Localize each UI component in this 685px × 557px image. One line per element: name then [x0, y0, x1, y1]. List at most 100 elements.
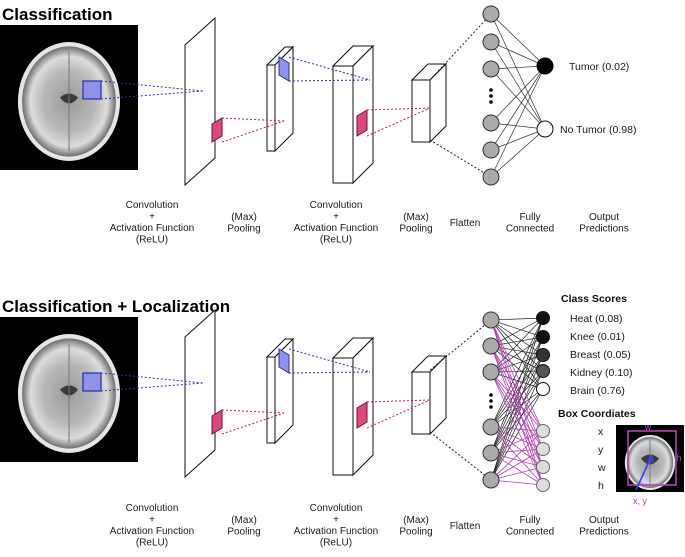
conv1-feature-map-side	[184, 16, 216, 187]
fc-edge-class	[490, 370, 544, 454]
fc-edge-box	[490, 319, 544, 468]
fc-edge-box	[490, 371, 544, 432]
class-score-label: Knee (0.01)	[570, 331, 625, 343]
stage-label: (ReLU)	[136, 235, 168, 246]
flatten-line-top	[429, 13, 492, 81]
hidden-node	[482, 418, 500, 436]
pool2-box-front	[411, 79, 431, 143]
fc-edge-box	[490, 426, 544, 432]
pool1-box-front	[266, 64, 276, 152]
fc-edge-box	[490, 319, 544, 450]
xy-label: x, y	[633, 496, 648, 506]
stage-label: Activation Function	[294, 223, 379, 234]
fc-edge-class	[490, 319, 544, 338]
fc-edge	[490, 13, 546, 67]
stage-label: Activation Function	[110, 526, 195, 537]
output-node-no-tumor	[536, 120, 554, 138]
ellipsis-dot	[489, 94, 493, 98]
conv2-blue-lines-1	[288, 371, 371, 374]
fc-edge-class	[490, 319, 544, 356]
conv1-blue-lines-1	[100, 90, 204, 100]
pool2-box	[410, 354, 448, 436]
class-score-label: Brain (0.76)	[570, 385, 625, 397]
input-kernel-patch	[82, 80, 102, 100]
stage-label: Pooling	[227, 224, 260, 235]
width-label: w	[644, 422, 652, 432]
stage-label: Convolution	[310, 503, 363, 514]
fc-edge-class	[490, 354, 544, 428]
stage-label: (Max)	[231, 515, 257, 526]
fc-edge-box	[490, 371, 544, 468]
flatten-line-bottom	[429, 139, 492, 178]
fc-edge	[490, 41, 546, 130]
stage-label: Connected	[506, 224, 554, 235]
box-coordinates-title: Box Coordiates	[558, 408, 636, 420]
output-label-no-tumor: No Tumor (0.98)	[560, 124, 636, 136]
fc-edge	[490, 13, 546, 130]
fc-edge-class	[490, 345, 544, 390]
fc-edge-box	[490, 426, 544, 468]
fc-edge-class	[490, 317, 544, 481]
stage-label: Fully	[519, 212, 540, 223]
fc-network-1: Tumor (0.02)No Tumor (0.98)	[429, 5, 636, 186]
hidden-node	[482, 444, 500, 462]
fc-edge	[490, 65, 546, 178]
ellipsis-dot	[489, 399, 493, 403]
input-kernel-patch	[82, 372, 102, 392]
conv1-pink-patch	[211, 409, 223, 435]
stage-label: Predictions	[579, 527, 628, 538]
conv2-box-front	[332, 357, 354, 476]
stage-labels-1: Convolution+Activation Function(ReLU)(Ma…	[110, 503, 629, 549]
stage-labels-0: Convolution+Activation Function(ReLU)(Ma…	[110, 200, 629, 246]
panel-title: Classification + Localization	[2, 297, 230, 316]
stage-label: +	[149, 212, 155, 223]
class-score-node	[536, 311, 550, 325]
stage-label: +	[333, 212, 339, 223]
panel-title: Classification	[2, 5, 113, 24]
stage-label: Fully	[519, 515, 540, 526]
hidden-node	[482, 60, 500, 78]
fc-edge-class	[490, 317, 544, 321]
fc-edge-box	[490, 345, 544, 432]
flatten-line-bottom	[429, 431, 492, 481]
conv1-pink-patch	[211, 117, 223, 143]
fc-edge-box	[490, 371, 544, 486]
hidden-node	[482, 471, 500, 489]
output-node-tumor	[536, 57, 554, 75]
fc-edge-class	[490, 336, 544, 481]
fc-edge-class	[490, 388, 544, 454]
stage-label: +	[333, 515, 339, 526]
box-coord-node	[536, 424, 550, 438]
hidden-node	[482, 311, 500, 329]
stage-label: Pooling	[399, 527, 432, 538]
conv1-blue-lines-1	[100, 382, 204, 392]
fc-edge-class	[490, 336, 544, 428]
stage-label: Output	[589, 515, 619, 526]
stage-label: Activation Function	[110, 223, 195, 234]
fc-edge-box	[490, 452, 544, 486]
xy-pointer-arrowhead	[647, 455, 654, 462]
hidden-node	[482, 5, 500, 23]
pool2-box	[410, 62, 448, 144]
fc-edge-box	[490, 448, 544, 481]
ellipsis-dot	[489, 100, 493, 104]
class-scores-title: Class Scores	[561, 293, 627, 305]
hidden-node	[482, 114, 500, 132]
class-score-node	[536, 348, 550, 362]
flatten-line-top	[429, 319, 492, 371]
stage-label: (Max)	[403, 212, 429, 223]
pool2-pink-lines-1	[366, 107, 431, 137]
conv1-feature-map-side	[184, 308, 216, 479]
box-coord-node	[536, 460, 550, 474]
fc-edge-box	[490, 479, 544, 486]
stage-label: Convolution	[126, 503, 179, 514]
class-score-node	[536, 364, 550, 378]
fc-edge-box	[490, 452, 544, 468]
stage-label: (ReLU)	[320, 235, 352, 246]
pool2-pink-lines-0	[366, 399, 431, 403]
fc-edge-box	[490, 345, 544, 450]
stage-label: (Max)	[231, 212, 257, 223]
pool1-box-front	[266, 356, 276, 444]
stage-label: +	[149, 515, 155, 526]
